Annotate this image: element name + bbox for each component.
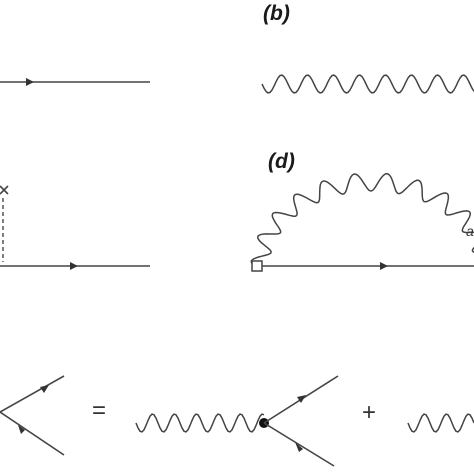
outgoing-fermion-line [0,375,65,413]
arrow-right-icon [380,262,388,270]
arrow-icon [40,385,49,393]
photon-arc-wavy-line [250,172,474,269]
arrow-right-icon [26,78,34,86]
cropped-label: a [466,223,474,239]
incoming-fermion-line [0,411,65,456]
panel-d-self-energy: a [250,172,474,272]
photon-wavy-line [135,413,265,433]
vertex-equation: = + [0,375,474,467]
arrow-icon [295,442,303,452]
open-square-vertex-icon [251,260,263,272]
photon-wavy-line [407,413,474,433]
panel-d-label: (d) [268,150,295,173]
panel-c-diagram [0,185,150,270]
plus-sign: + [362,399,376,426]
cross-mark-icon [0,185,9,195]
incoming-fermion-line [263,422,335,467]
photon-wavy-line [261,74,474,94]
arrow-icon [297,395,306,403]
panel-a-fermion-propagator [0,78,150,86]
panel-b-label: (b) [263,2,290,25]
equals-sign: = [92,397,106,424]
arrow-right-icon [70,262,78,270]
arrow-icon [18,425,25,434]
